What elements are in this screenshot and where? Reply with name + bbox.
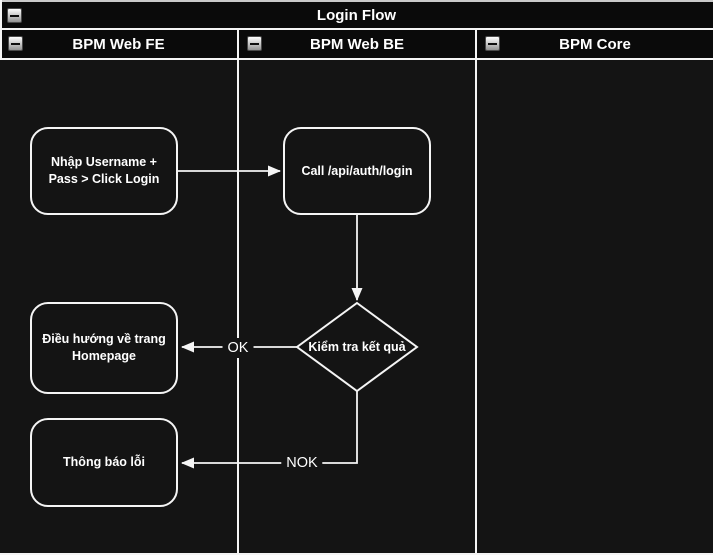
pool-bottom-border	[0, 553, 713, 555]
lane-header-row: BPM Web FE BPM Web BE BPM Core	[0, 30, 713, 60]
collapse-icon[interactable]	[485, 36, 500, 51]
node-label: Thông báo lỗi	[63, 455, 145, 470]
lane-header-bpm-core[interactable]: BPM Core	[477, 30, 713, 58]
minus-glyph	[250, 43, 259, 45]
lane-label: BPM Web FE	[72, 35, 165, 53]
node-enter-credentials[interactable]: Nhập Username + Pass > Click Login	[30, 127, 178, 215]
decision-label[interactable]: Kiểm tra kết quả	[308, 340, 406, 354]
minus-glyph	[10, 15, 19, 17]
node-error-message[interactable]: Thông báo lỗi	[30, 418, 178, 507]
lane-label: BPM Web BE	[310, 35, 404, 53]
decision-diamond-shape[interactable]	[295, 301, 419, 393]
minus-glyph	[488, 43, 497, 45]
pool-title-bar: Login Flow	[0, 0, 713, 30]
node-redirect-homepage[interactable]: Điều hướng về trang Homepage	[30, 302, 178, 394]
pool-title: Login Flow	[316, 6, 397, 24]
collapse-icon[interactable]	[8, 36, 23, 51]
node-label: Nhập Username + Pass > Click Login	[48, 155, 160, 186]
node-label: Call /api/auth/login	[301, 163, 413, 178]
lane-header-bpm-web-fe[interactable]: BPM Web FE	[0, 30, 237, 58]
collapse-icon[interactable]	[247, 36, 262, 51]
pool-left-border	[0, 0, 2, 60]
lane-divider-1	[237, 30, 239, 555]
collapse-icon[interactable]	[7, 8, 22, 23]
node-call-auth-api[interactable]: Call /api/auth/login	[283, 127, 431, 215]
edge-label-ok: OK	[222, 338, 254, 358]
edge-label-nok: NOK	[281, 453, 323, 473]
lane-label: BPM Core	[559, 35, 631, 53]
edge-decision-to-error-nok	[181, 391, 358, 469]
node-label: Điều hướng về trang Homepage	[42, 332, 166, 363]
lane-divider-2	[475, 30, 477, 555]
lane-header-bpm-web-be[interactable]: BPM Web BE	[239, 30, 475, 58]
minus-glyph	[11, 43, 20, 45]
